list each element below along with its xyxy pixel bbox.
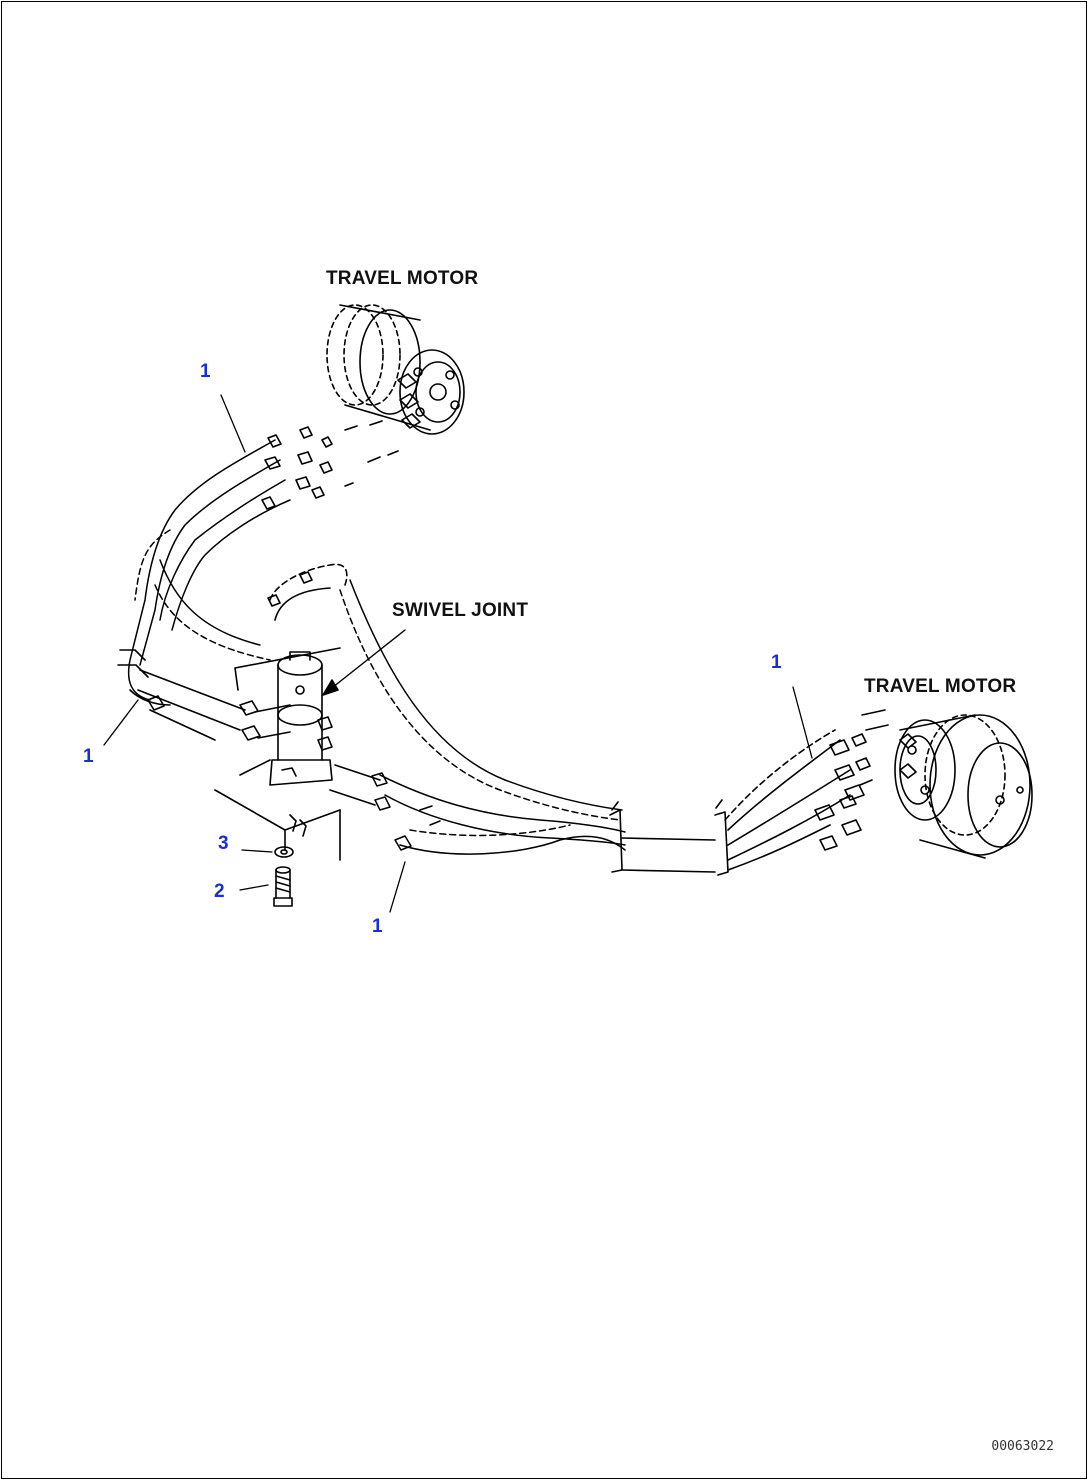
callout-1-bottom: 1: [372, 916, 383, 937]
swivel-joint-drawing: [234, 563, 381, 806]
hose-bundle-top: [127, 439, 291, 701]
swivel-joint-leader: [322, 629, 406, 696]
bolt-washer-drawing: [273, 846, 294, 907]
base-plate: [214, 759, 341, 861]
travel-motor-top-drawing: [326, 304, 465, 435]
travel-motor-right-label: TRAVEL MOTOR: [864, 676, 1017, 697]
figure-id: 00063022: [991, 1439, 1054, 1454]
callout-3-washer: 3: [218, 833, 229, 854]
callout-2-bolt: 2: [214, 881, 225, 902]
travel-motor-top-label: TRAVEL MOTOR: [326, 268, 479, 289]
hose-bundle-bottom: [339, 579, 626, 855]
left-hose-region: [117, 649, 291, 741]
callout-1-top: 1: [200, 361, 211, 382]
callout-1-left: 1: [83, 746, 94, 767]
swivel-joint-label: SWIVEL JOINT: [392, 600, 529, 621]
top-motor-fittings: [261, 420, 399, 510]
hose-clamp-center: [609, 729, 851, 876]
leader-lines: [103, 394, 813, 913]
travel-motor-right-drawing: [814, 709, 1033, 859]
callout-1-right: 1: [771, 652, 782, 673]
